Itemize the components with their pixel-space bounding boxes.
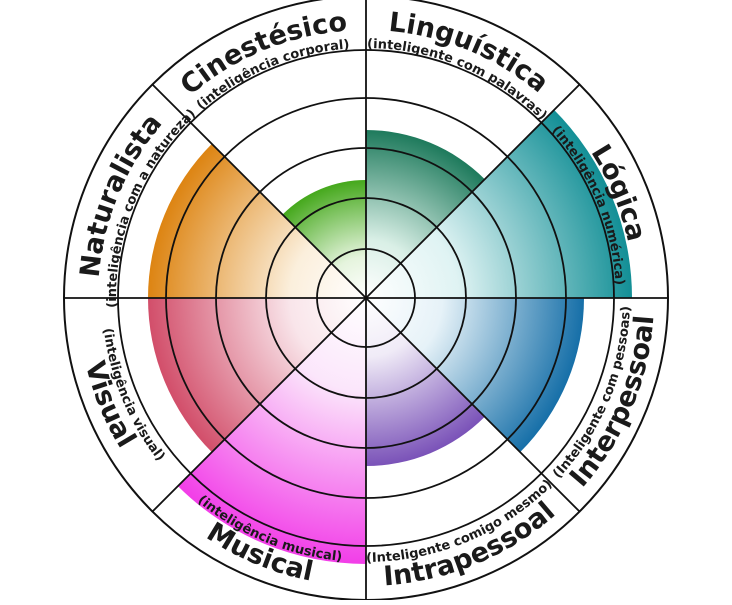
divider-line — [151, 83, 367, 299]
divider-line — [151, 297, 367, 513]
divider-line — [365, 297, 581, 513]
sector-fill-logica — [366, 109, 632, 298]
sector-fill-linguistica — [366, 130, 485, 298]
sector-fill-intrapessoal — [366, 298, 485, 466]
sector-fill-cinestesico — [282, 180, 366, 298]
sector-fill-musical — [177, 298, 366, 564]
divider-line — [365, 83, 581, 299]
